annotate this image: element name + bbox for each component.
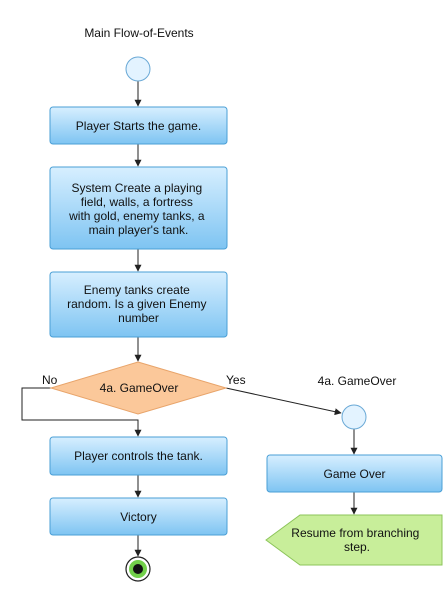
action-box (49, 106, 228, 145)
decision-diamond (49, 361, 228, 415)
final-node (125, 556, 151, 582)
action-system-create: System Create a playing field, walls, a … (49, 166, 228, 250)
main-flow-title: Main Flow-of-Events (84, 26, 193, 40)
resume-text-line: Resume from branching (291, 526, 419, 540)
action-game-over: Game Over (266, 454, 443, 493)
branch-label-no: No (42, 373, 58, 387)
resume-node: Resume from branching step. (265, 514, 443, 566)
resume-text-line: step. (344, 540, 370, 554)
action-box (49, 166, 228, 250)
decision-game-over: 4a. GameOver (49, 361, 228, 415)
action-enemy-tanks: Enemy tanks create random. Is a given En… (49, 271, 228, 338)
branch-label-yes: Yes (226, 373, 246, 387)
resume-text: Resume from branching step. (291, 526, 422, 554)
final-node-dot (133, 564, 143, 574)
decision-text-line: 4a. GameOver (100, 381, 179, 395)
action-text: System Create a playing field, walls, a … (68, 181, 208, 237)
action-text: Player Starts the game. (76, 119, 201, 133)
action-text-line: field, walls, a fortress (81, 195, 193, 209)
action-text-line: random. Is a given Enemy (67, 297, 206, 311)
connectors (21, 81, 358, 557)
action-player-starts: Player Starts the game. (49, 106, 228, 145)
alt-initial-node (341, 404, 367, 430)
action-box (49, 436, 228, 476)
action-box (266, 454, 443, 493)
action-text-line: Player Starts the game. (76, 119, 201, 133)
action-text-line: main player's tank. (89, 223, 189, 237)
action-text-line: Enemy tanks create (84, 283, 190, 297)
decision-text: 4a. GameOver (100, 381, 179, 395)
action-text: Game Over (323, 467, 385, 481)
action-text-line: Player controls the tank. (74, 449, 203, 463)
action-player-controls: Player controls the tank. (49, 436, 228, 476)
action-victory: Victory (49, 497, 228, 536)
resume-shape (265, 514, 443, 566)
action-text: Enemy tanks create random. Is a given En… (67, 283, 210, 325)
action-text-line: with gold, enemy tanks, a (68, 209, 205, 223)
initial-node (125, 56, 151, 82)
action-text: Victory (120, 510, 156, 524)
edge-decision-yes-to-alt-start (225, 387, 342, 416)
edge-decision-no-to-player-controls (21, 387, 142, 437)
action-text-line: number (118, 311, 159, 325)
alt-flow-title: 4a. GameOver (318, 374, 397, 388)
action-text-line: System Create a playing (71, 181, 202, 195)
action-text-line: Victory (120, 510, 156, 524)
action-text: Player controls the tank. (74, 449, 203, 463)
action-box (49, 271, 228, 338)
action-box (49, 497, 228, 536)
action-text-line: Game Over (323, 467, 385, 481)
